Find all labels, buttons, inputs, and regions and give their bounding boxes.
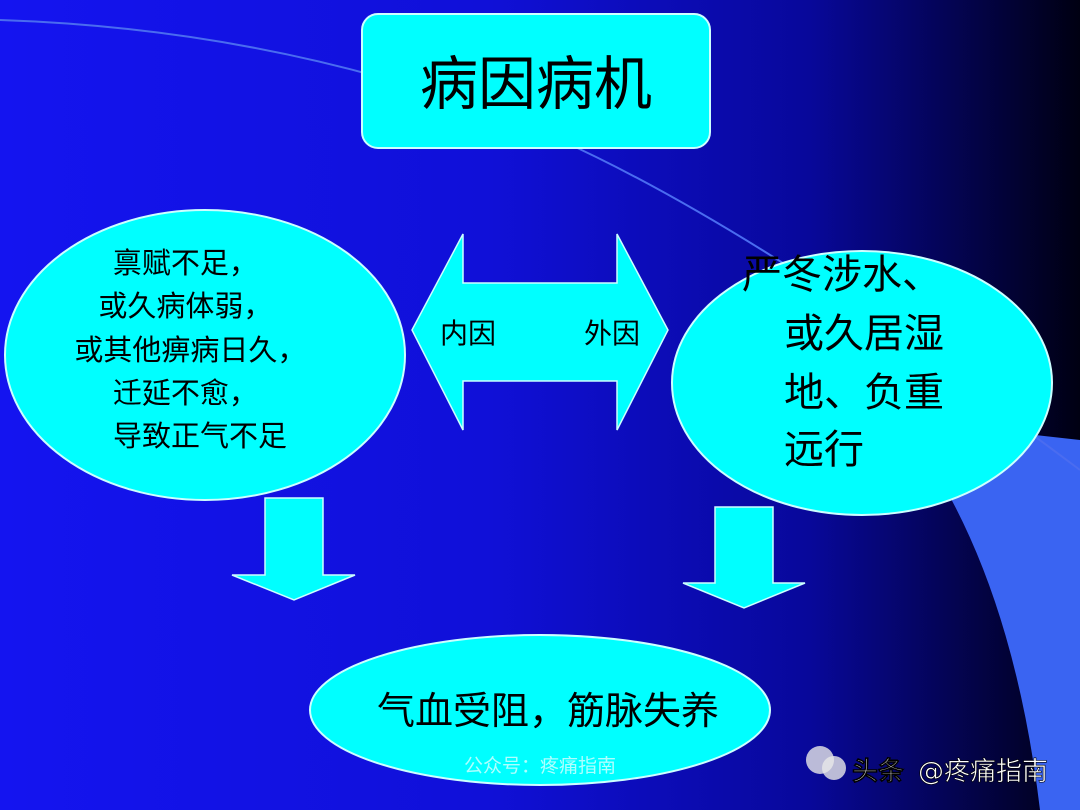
internal-cause-text: 禀赋不足， 或久病体弱， 或其他痹病日久， 迁延不愈， 导致正气不足 <box>74 246 315 453</box>
double-arrow: 内因 外因 <box>411 233 669 431</box>
wechat-watermark: 公众号：疼痛指南 <box>464 755 616 777</box>
external-cause-label: 外因 <box>584 317 640 350</box>
result-text: 气血受阻，筋脉失养 <box>377 689 719 733</box>
toutiao-prefix: 头条 <box>852 757 905 787</box>
external-cause-ellipse: 严冬涉水、 或久居湿 地、负重 远行 <box>671 250 1053 516</box>
toutiao-watermark: 头条 @疼痛指南 <box>806 746 1048 787</box>
decorative-swoosh <box>900 420 1080 810</box>
title-box: 病因病机 <box>361 13 711 149</box>
internal-cause-label: 内因 <box>440 317 496 350</box>
toutiao-handle: @疼痛指南 <box>918 757 1048 787</box>
result-ellipse: 气血受阻，筋脉失养 <box>309 634 771 786</box>
external-cause-text: 严冬涉水、 或久居湿 地、负重 远行 <box>742 252 957 473</box>
title-text: 病因病机 <box>420 50 652 118</box>
down-arrow-right <box>682 506 806 609</box>
internal-cause-ellipse: 禀赋不足， 或久病体弱， 或其他痹病日久， 迁延不愈， 导致正气不足 <box>4 209 406 501</box>
down-arrow-left <box>231 497 356 601</box>
